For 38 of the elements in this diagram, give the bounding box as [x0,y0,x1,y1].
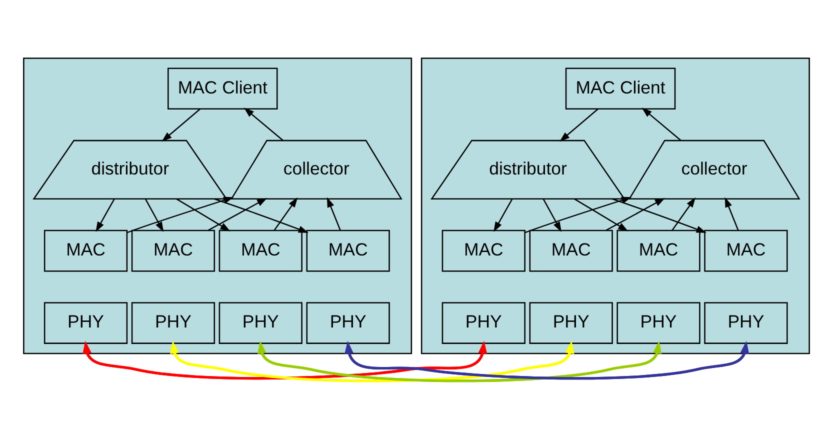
arrow [244,107,284,140]
node-box: PHY [704,302,788,344]
arrow [176,198,230,231]
node-box: PHY [306,302,390,344]
arrow [724,196,739,230]
arrow [612,198,706,232]
arrow [162,108,201,142]
node-box: MAC [306,229,390,272]
arrow [560,108,599,142]
arrow [326,196,341,230]
node-box: PHY [44,302,128,344]
arrow [274,196,298,230]
node-box: MAC Client [168,67,278,110]
arrow [494,198,513,232]
node-box: PHY [442,302,526,344]
node-box: MAC [442,229,526,272]
arrow [542,198,562,232]
arrow [144,198,164,232]
arrow [524,196,632,233]
arrow [214,198,309,232]
arrow [208,197,268,230]
arrow [96,198,115,232]
node-box: PHY [218,302,302,344]
node-box: MAC [616,229,700,272]
node-box: MAC [218,229,302,272]
arrow [672,196,696,230]
node-box: MAC [704,229,788,272]
node-box: MAC [44,229,128,272]
arrow [606,197,666,230]
node-box: MAC Client [565,67,676,110]
arrow [126,196,234,233]
node-box: PHY [529,302,613,344]
node-box: MAC [529,229,613,272]
node-box: PHY [616,302,700,344]
node-box: MAC [131,229,216,272]
arrow [574,198,628,231]
arrow [642,107,682,140]
node-box: PHY [131,302,216,344]
